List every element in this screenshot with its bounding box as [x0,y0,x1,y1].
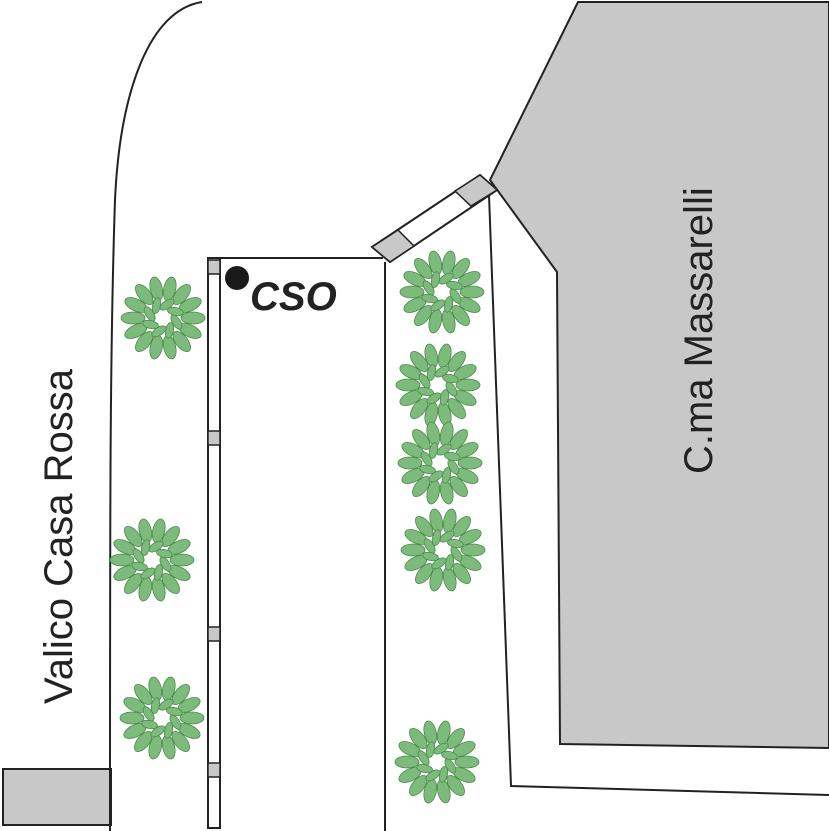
gate-end [370,229,416,263]
road-label: Valico Casa Rossa [37,368,81,704]
gate-end [453,174,499,207]
tree-icon [395,343,481,427]
fence-post [207,259,221,275]
station-dot-icon[interactable] [225,266,249,290]
fence-post [207,762,221,778]
tree-icon [119,676,205,760]
tree-icon [397,421,483,505]
fence-left [207,257,221,829]
tree-icon [394,720,480,804]
tree-icon [399,250,485,334]
tree-icon [400,508,486,592]
fence-post [207,430,221,446]
building-small [2,768,112,826]
building-massarelli [488,0,829,750]
station-label: CSO [250,275,337,319]
path-edge-right [488,194,829,796]
fence-post [207,626,221,642]
tree-icon [120,276,206,360]
building-label: C.ma Massarelli [677,187,721,474]
tree-icon [109,518,195,602]
road-edge-left [109,1,203,831]
